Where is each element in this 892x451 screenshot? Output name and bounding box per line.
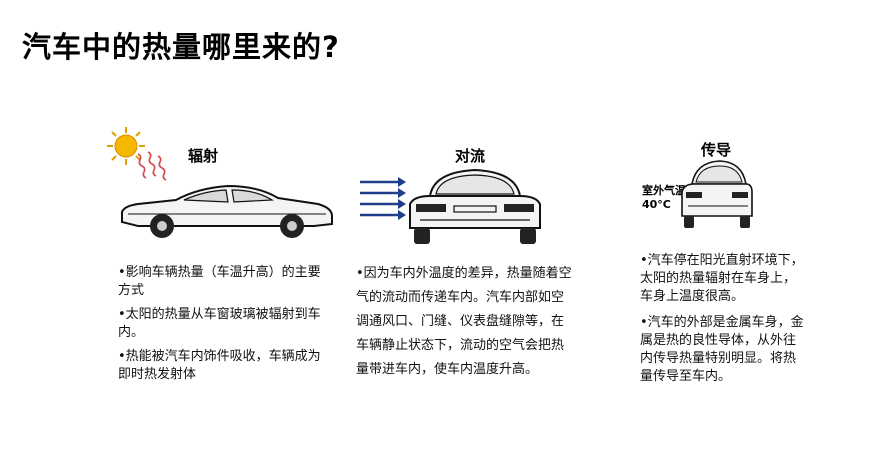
list-item: •影响车辆热量（车温升高）的主要方式 xyxy=(118,265,321,298)
list-item: •汽车的外部是金属车身，金属是热的良性导体，从外往内传导热量特别明显。将热量传导… xyxy=(640,315,804,384)
convection-heading: 对流 xyxy=(455,147,486,165)
car-front-icon xyxy=(681,160,753,228)
sun-icon xyxy=(107,127,145,165)
list-item: •太阳的热量从车窗玻璃被辐射到车内。 xyxy=(118,307,321,340)
list-item: •汽车停在阳光直射环境下，太阳的热量辐射在车身上，车身上温度很高。 xyxy=(640,253,804,304)
heat-rays-icon xyxy=(137,151,167,181)
outside-temp-label: 室外气温 40°C xyxy=(642,184,686,211)
conduction-heading: 传导 xyxy=(701,141,732,159)
conduction-bullets: •汽车停在阳光直射环境下，太阳的热量辐射在车身上，车身上温度很高。 •汽车的外部… xyxy=(640,252,806,392)
list-item: •热能被汽车内饰件吸收，车辆成为即时热发射体 xyxy=(118,349,321,382)
radiation-heading: 辐射 xyxy=(188,147,219,165)
page-title: 汽车中的热量哪里来的? xyxy=(22,30,340,64)
list-item: •因为车内外温度的差异，热量随着空气的流动而传递车内。汽车内部如空调通风口、门缝… xyxy=(356,266,572,377)
airflow-arrows-icon xyxy=(360,177,406,220)
outside-temp-value: 40°C xyxy=(642,198,671,211)
convection-bullets: •因为车内外温度的差异，热量随着空气的流动而传递车内。汽车内部如空调通风口、门缝… xyxy=(356,262,576,388)
radiation-bullets: •影响车辆热量（车温升高）的主要方式 •太阳的热量从车窗玻璃被辐射到车内。 •热… xyxy=(118,264,328,390)
car-front-icon xyxy=(409,168,541,244)
car-side-icon xyxy=(121,184,333,238)
